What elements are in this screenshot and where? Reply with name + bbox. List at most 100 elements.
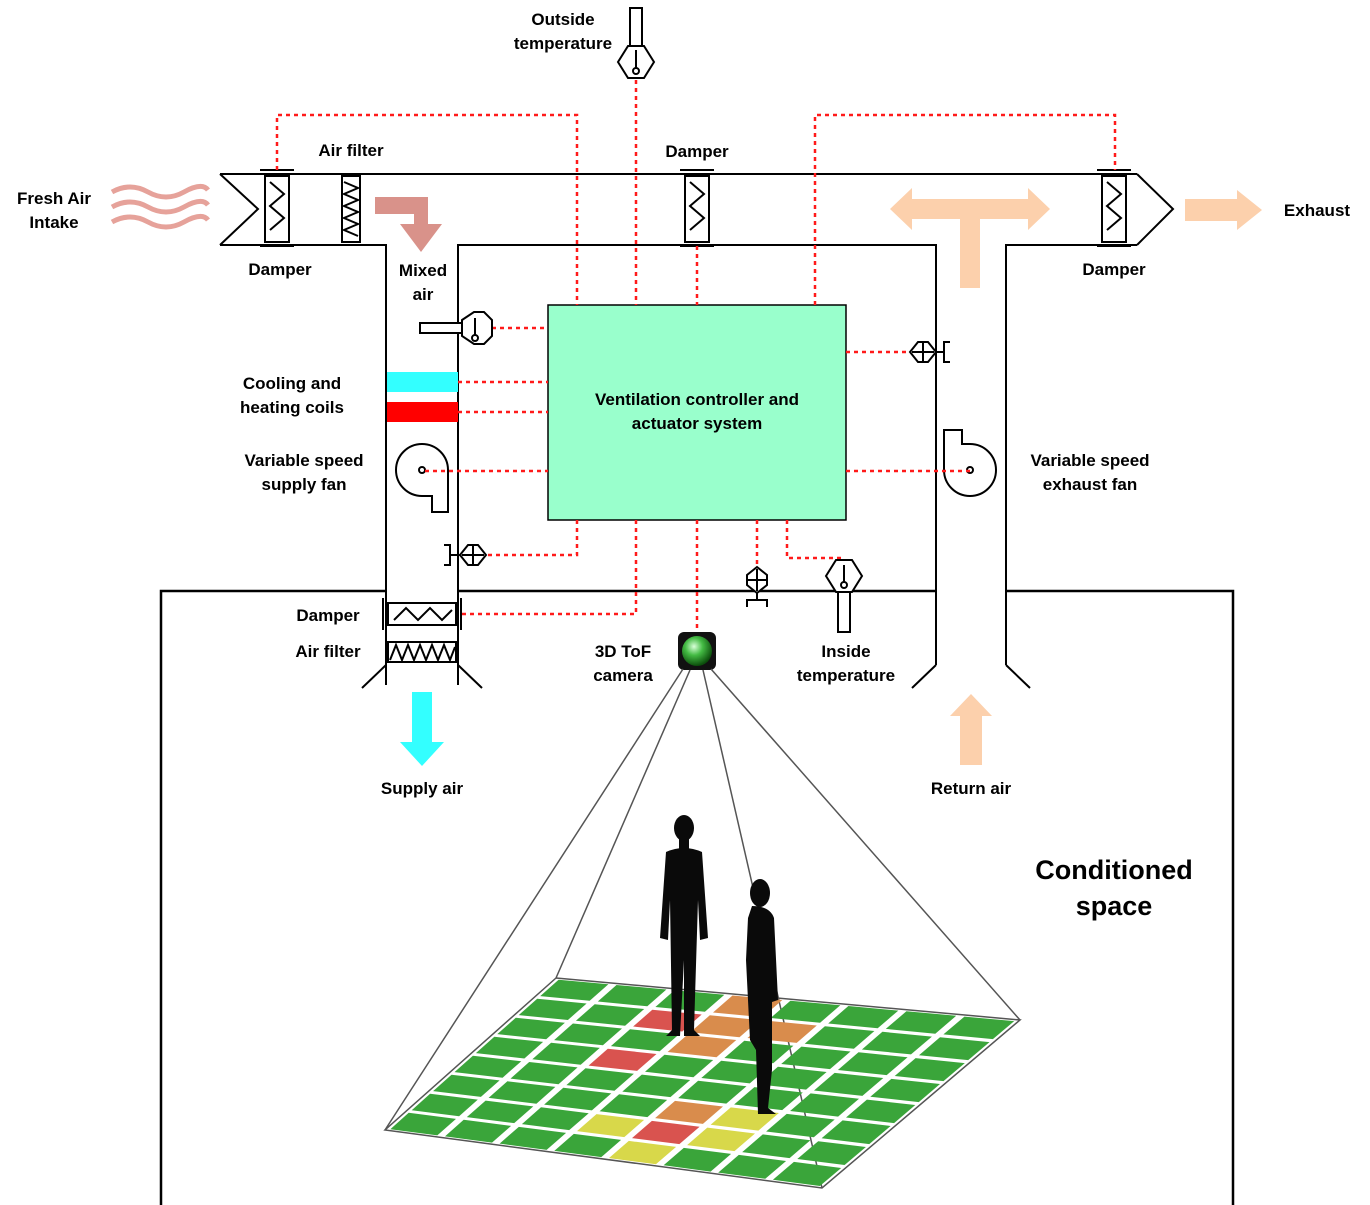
air-filter-icon — [387, 641, 457, 663]
label-air-filter-supply: Air filter — [295, 642, 361, 661]
grid-cell — [390, 1112, 456, 1136]
control-wiring — [275, 80, 1117, 632]
conditioned-space-room — [159, 589, 1235, 1205]
fan-icon — [943, 429, 997, 497]
grid-cell — [554, 1133, 622, 1158]
grid-cell — [575, 1004, 645, 1026]
mixed-air-arrow — [375, 197, 442, 252]
grid-cell — [804, 1026, 875, 1049]
grid-cell — [597, 985, 667, 1007]
grid-cell — [599, 1094, 668, 1118]
grid-cell — [870, 1078, 940, 1103]
label-supply-air: Supply air — [380, 779, 464, 798]
grid-cell — [554, 1023, 622, 1046]
grid-cell — [475, 1036, 544, 1059]
person-silhouette-icon — [660, 815, 708, 1036]
return-air-arrow — [950, 694, 992, 765]
grid-cell — [518, 998, 587, 1020]
grid-cell — [566, 1068, 634, 1091]
temperature-sensor-icon — [824, 559, 864, 633]
grid-cell — [499, 1126, 567, 1150]
grid-cell — [757, 1066, 827, 1090]
grid-cell — [454, 1055, 522, 1078]
damper-icon — [382, 598, 462, 630]
temperature-sensor-icon — [616, 7, 656, 79]
grid-cell — [814, 1072, 884, 1096]
label-damper-intake: Damper — [248, 260, 312, 279]
label-exhaust: Exhaust — [1283, 201, 1351, 220]
grid-cell — [608, 1140, 677, 1165]
grid-cell — [632, 1120, 700, 1145]
grid-cell — [645, 1054, 714, 1078]
grid-cell — [540, 979, 609, 1001]
grid-cell — [772, 1161, 842, 1186]
grid-cell — [742, 1134, 811, 1159]
grid-cell — [690, 1015, 760, 1038]
grid-cell — [445, 1119, 512, 1143]
grid-cell — [894, 1058, 965, 1082]
label-return-air: Return air — [930, 779, 1012, 798]
air-filter-icon — [341, 175, 361, 243]
label-damper-supply: Damper — [296, 606, 360, 625]
grid-cell — [718, 1154, 787, 1179]
camera-icon — [678, 632, 716, 670]
damper-icon — [260, 169, 294, 247]
damper-icon — [680, 169, 714, 247]
grid-cell — [678, 1080, 747, 1104]
grid-cell — [655, 1100, 723, 1124]
grid-cell — [943, 1016, 1015, 1040]
pressure-sensor-icon — [908, 341, 950, 363]
fresh-air-waves — [110, 184, 210, 230]
grid-cell — [919, 1037, 990, 1061]
grid-cell — [828, 1006, 899, 1029]
return-air-tee-arrow — [890, 188, 1050, 288]
occupancy-grid — [390, 979, 1015, 1186]
grid-cell — [667, 1035, 737, 1058]
grid-cell — [544, 1087, 612, 1111]
heating-coil — [387, 402, 458, 422]
grid-cell — [466, 1100, 534, 1124]
temperature-sensor-icon — [419, 311, 493, 345]
grid-cell — [588, 1048, 657, 1071]
grid-cell — [497, 1017, 565, 1040]
grid-cell — [577, 1114, 645, 1138]
label-damper-middle: Damper — [665, 142, 729, 161]
grid-cell — [821, 1120, 891, 1145]
pressure-sensor-icon — [444, 544, 488, 566]
grid-cell — [532, 1042, 600, 1065]
grid-cell — [411, 1093, 478, 1117]
cooling-coil — [387, 372, 458, 392]
grid-cell — [521, 1107, 589, 1131]
grid-cell — [781, 1046, 851, 1070]
grid-cell — [770, 1000, 841, 1023]
grid-cell — [846, 1099, 916, 1124]
grid-cell — [488, 1081, 556, 1104]
grid-cell — [610, 1029, 680, 1052]
grid-cell — [797, 1141, 866, 1165]
ventilation-controller-box — [547, 304, 847, 521]
damper-icon — [1097, 169, 1131, 247]
grid-cell — [861, 1031, 932, 1055]
label-damper-exhaust: Damper — [1082, 260, 1146, 279]
label-air-filter-top: Air filter — [318, 141, 384, 160]
grid-cell — [790, 1093, 859, 1117]
grid-cell — [663, 1147, 732, 1172]
fan-icon — [395, 443, 449, 513]
grid-outline — [383, 977, 1022, 1189]
grid-cell — [622, 1074, 691, 1098]
grid-cell — [433, 1074, 500, 1097]
grid-cell — [687, 1127, 755, 1152]
supply-air-arrow — [400, 692, 444, 766]
grid-cell — [510, 1062, 578, 1085]
exhaust-arrow — [1185, 190, 1262, 230]
